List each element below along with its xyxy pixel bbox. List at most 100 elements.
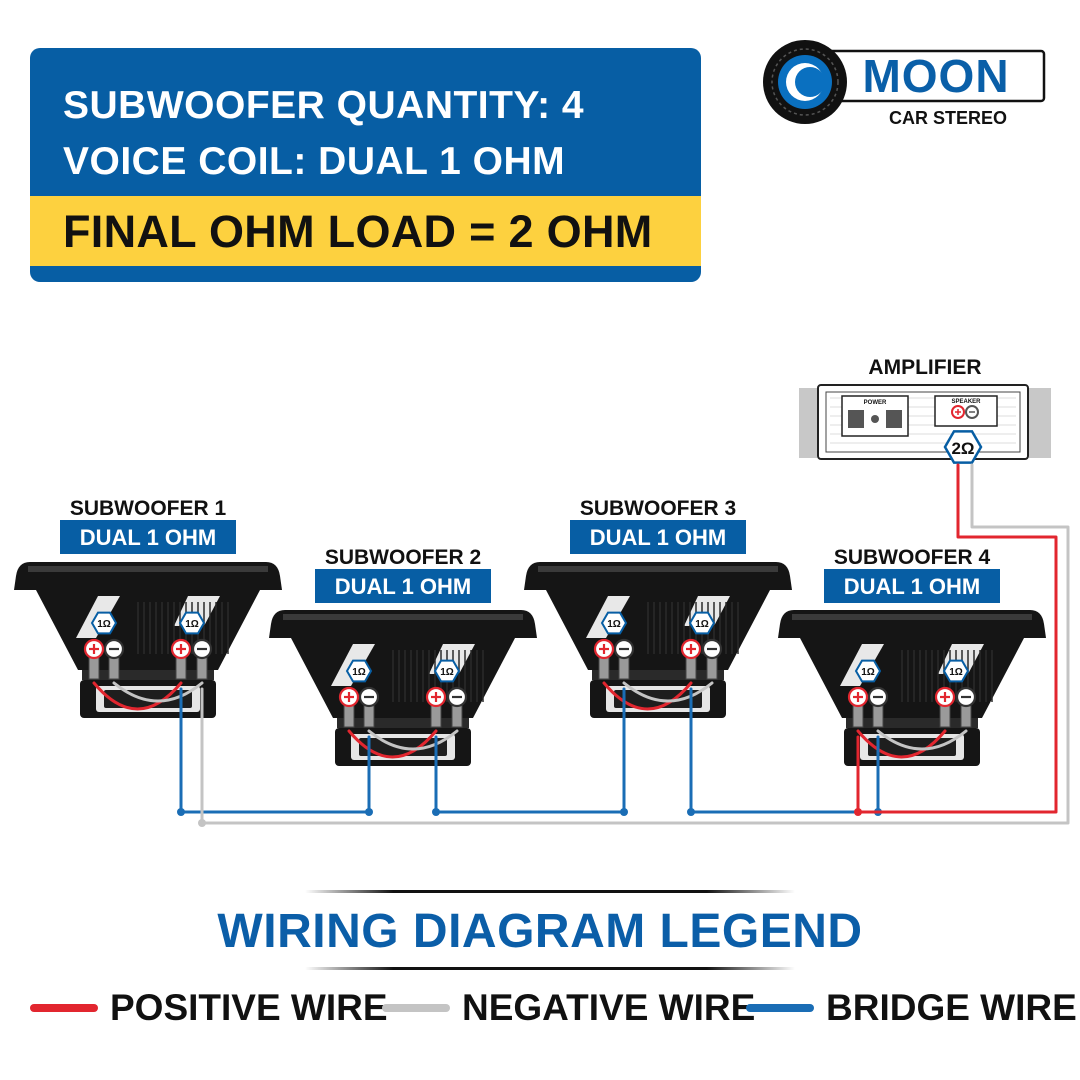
subwoofer-1-spec: DUAL 1 OHM	[80, 525, 217, 550]
subwoofer-3-title: SUBWOOFER 3	[580, 497, 736, 520]
subwoofer-2-terminal-negative	[446, 686, 468, 728]
subwoofer-1: SUBWOOFER 1 DUAL 1 OHM	[14, 497, 282, 718]
terminals-layer: 1Ω 1Ω 1Ω 1Ω 1Ω 1Ω 1Ω 1Ω	[83, 611, 977, 728]
subwoofer-1-title: SUBWOOFER 1	[70, 497, 227, 520]
moon-car-stereo-logo: MOON CAR STEREO	[763, 40, 1046, 128]
legend-rule-bottom	[305, 967, 795, 970]
subwoofer-1-coil-jumper-positive	[92, 681, 183, 711]
subwoofer-2-terminal-positive	[425, 686, 447, 728]
subwoofer-1-terminal-negative	[103, 638, 125, 680]
subwoofer-2-spec-badge	[315, 569, 491, 603]
legend-label-positive: POSITIVE WIRE	[110, 987, 388, 1028]
voice-coil-spec: VOICE COIL: DUAL 1 OHM	[63, 140, 566, 183]
subwoofer-3-basket	[546, 590, 770, 670]
wire-junction	[854, 808, 862, 816]
subwoofer-4: SUBWOOFER 4 DUAL 1 OHM	[778, 546, 1046, 766]
subwoofer-3-coil-jumper-positive	[602, 681, 693, 711]
subwoofer-3-coil-2-value: 1Ω	[695, 619, 709, 630]
subwoofer-3-terminal-negative	[701, 638, 723, 680]
subwoofer-1-coil-2-value: 1Ω	[185, 619, 199, 630]
subwoofer-3-coil-1-badge: 1Ω	[600, 611, 628, 635]
legend-item-bridge: BRIDGE WIRE	[746, 985, 1077, 1031]
subwoofer-2-terminal-negative	[358, 686, 380, 728]
wire-junction	[198, 819, 206, 827]
positive-wire-swatch	[30, 1004, 98, 1012]
wire-junction	[620, 808, 628, 816]
legend-item-positive: POSITIVE WIRE	[30, 985, 388, 1031]
negative-wire-to-amplifier	[200, 463, 1070, 825]
subwoofer-1-terminal-positive	[83, 638, 105, 680]
wire-junction	[432, 808, 440, 816]
amplifier-layer: AMPLIFIER POWER SPEAKER 2Ω	[799, 356, 1051, 464]
subwoofer-4-coil-1-badge: 1Ω	[854, 659, 882, 683]
subwoofer-2-spec: DUAL 1 OHM	[335, 574, 472, 599]
subwoofer-3-spec: DUAL 1 OHM	[590, 525, 727, 550]
subwoofer-1-coil-1-badge: 1Ω	[90, 611, 118, 635]
subwoofer-2-title: SUBWOOFER 2	[325, 546, 481, 569]
legend-item-negative: NEGATIVE WIRE	[382, 985, 755, 1031]
subwoofer-2-coil-jumper-positive	[347, 729, 438, 759]
subwoofer-2-coil-1-badge: 1Ω	[345, 659, 373, 683]
subwoofer-1-terminal-negative	[191, 638, 213, 680]
bridge-wire-3-4	[689, 687, 880, 814]
amplifier-load-value: 2Ω	[951, 439, 974, 458]
wire-junction	[365, 808, 373, 816]
subwoofer-4-spec: DUAL 1 OHM	[844, 574, 981, 599]
subwoofer-1-coil-1-value: 1Ω	[97, 619, 111, 630]
legend-title: WIRING DIAGRAM LEGEND	[217, 905, 863, 958]
subwoofer-2-coil-2-value: 1Ω	[440, 667, 454, 678]
subwoofer-2-coil-jumper-negative	[367, 729, 459, 751]
subwoofer-4-terminal-negative	[867, 686, 889, 728]
subwoofer-4-terminal-positive	[934, 686, 956, 728]
subwoofer-2-coil-2-badge: 1Ω	[433, 659, 461, 683]
bridge-wire-1-2	[179, 687, 371, 814]
subwoofer-1-spec-badge	[60, 520, 236, 554]
subwoofer-2-basket	[291, 638, 515, 718]
final-ohm-load: FINAL OHM LOAD = 2 OHM	[63, 206, 653, 257]
wires-layer	[92, 463, 1070, 827]
subwoofer-3: SUBWOOFER 3 DUAL 1 OHM	[524, 497, 792, 718]
subwoofer-2-terminal-positive	[338, 686, 360, 728]
negative-wire-swatch	[382, 1004, 450, 1012]
subwoofer-1-coil-jumper-negative	[112, 681, 204, 703]
subwoofer-2: SUBWOOFER 2 DUAL 1 OHM	[269, 546, 537, 766]
subwoofer-2-coil-1-value: 1Ω	[352, 667, 366, 678]
logo-brand: MOON	[862, 50, 1009, 102]
amplifier-speaker-label: SPEAKER	[951, 399, 981, 405]
subwoofer-4-coil-jumper-positive	[856, 729, 947, 759]
legend-rule-top	[305, 890, 795, 893]
subwoofer-4-coil-2-value: 1Ω	[949, 667, 963, 678]
amplifier-label: AMPLIFIER	[868, 356, 981, 379]
subwoofer-3-terminal-positive	[593, 638, 615, 680]
subwoofer-3-coil-2-badge: 1Ω	[688, 611, 716, 635]
subwoofer-1-coil-2-badge: 1Ω	[178, 611, 206, 635]
positive-wire-to-amplifier	[856, 463, 1058, 814]
subwoofer-3-spec-badge	[570, 520, 746, 554]
summary-panel: SUBWOOFER QUANTITY: 4 VOICE COIL: DUAL 1…	[30, 48, 701, 282]
subwoofer-4-basket	[800, 638, 1024, 718]
subwoofer-3-coil-1-value: 1Ω	[607, 619, 621, 630]
wiring-diagram: SUBWOOFER 1 DUAL 1 OHM SUBWOOFER 2 DUAL 1 O…	[14, 356, 1070, 827]
subwoofer-4-coil-2-badge: 1Ω	[942, 659, 970, 683]
logo-tagline: CAR STEREO	[889, 108, 1007, 128]
amplifier-load-badge	[943, 430, 983, 464]
subwoofer-quantity: SUBWOOFER QUANTITY: 4	[63, 84, 585, 127]
bridge-wire-swatch	[746, 1004, 814, 1012]
wire-junction	[177, 808, 185, 816]
subwoofer-4-spec-badge	[824, 569, 1000, 603]
amplifier-power-label: POWER	[864, 400, 887, 406]
subwoofer-4-coil-1-value: 1Ω	[861, 667, 875, 678]
subwoofer-4-title: SUBWOOFER 4	[834, 546, 991, 569]
subwoofer-1-basket	[36, 590, 260, 670]
subwoofer-3-terminal-positive	[680, 638, 702, 680]
subwoofer-1-terminal-positive	[170, 638, 192, 680]
bridge-wire-2-3	[434, 687, 626, 814]
subwoofer-4-coil-jumper-negative	[876, 729, 968, 751]
legend-label-bridge: BRIDGE WIRE	[826, 987, 1077, 1028]
subwoofer-4-terminal-negative	[955, 686, 977, 728]
subwoofer-3-terminal-negative	[613, 638, 635, 680]
subwoofer-4-terminal-positive	[847, 686, 869, 728]
speakers-layer: SUBWOOFER 1 DUAL 1 OHM SUBWOOFER 2 DUAL 1 O…	[14, 497, 1046, 766]
final-load-band: FINAL OHM LOAD = 2 OHM	[30, 196, 701, 266]
amplifier: AMPLIFIER POWER SPEAKER 2Ω	[799, 356, 1051, 464]
